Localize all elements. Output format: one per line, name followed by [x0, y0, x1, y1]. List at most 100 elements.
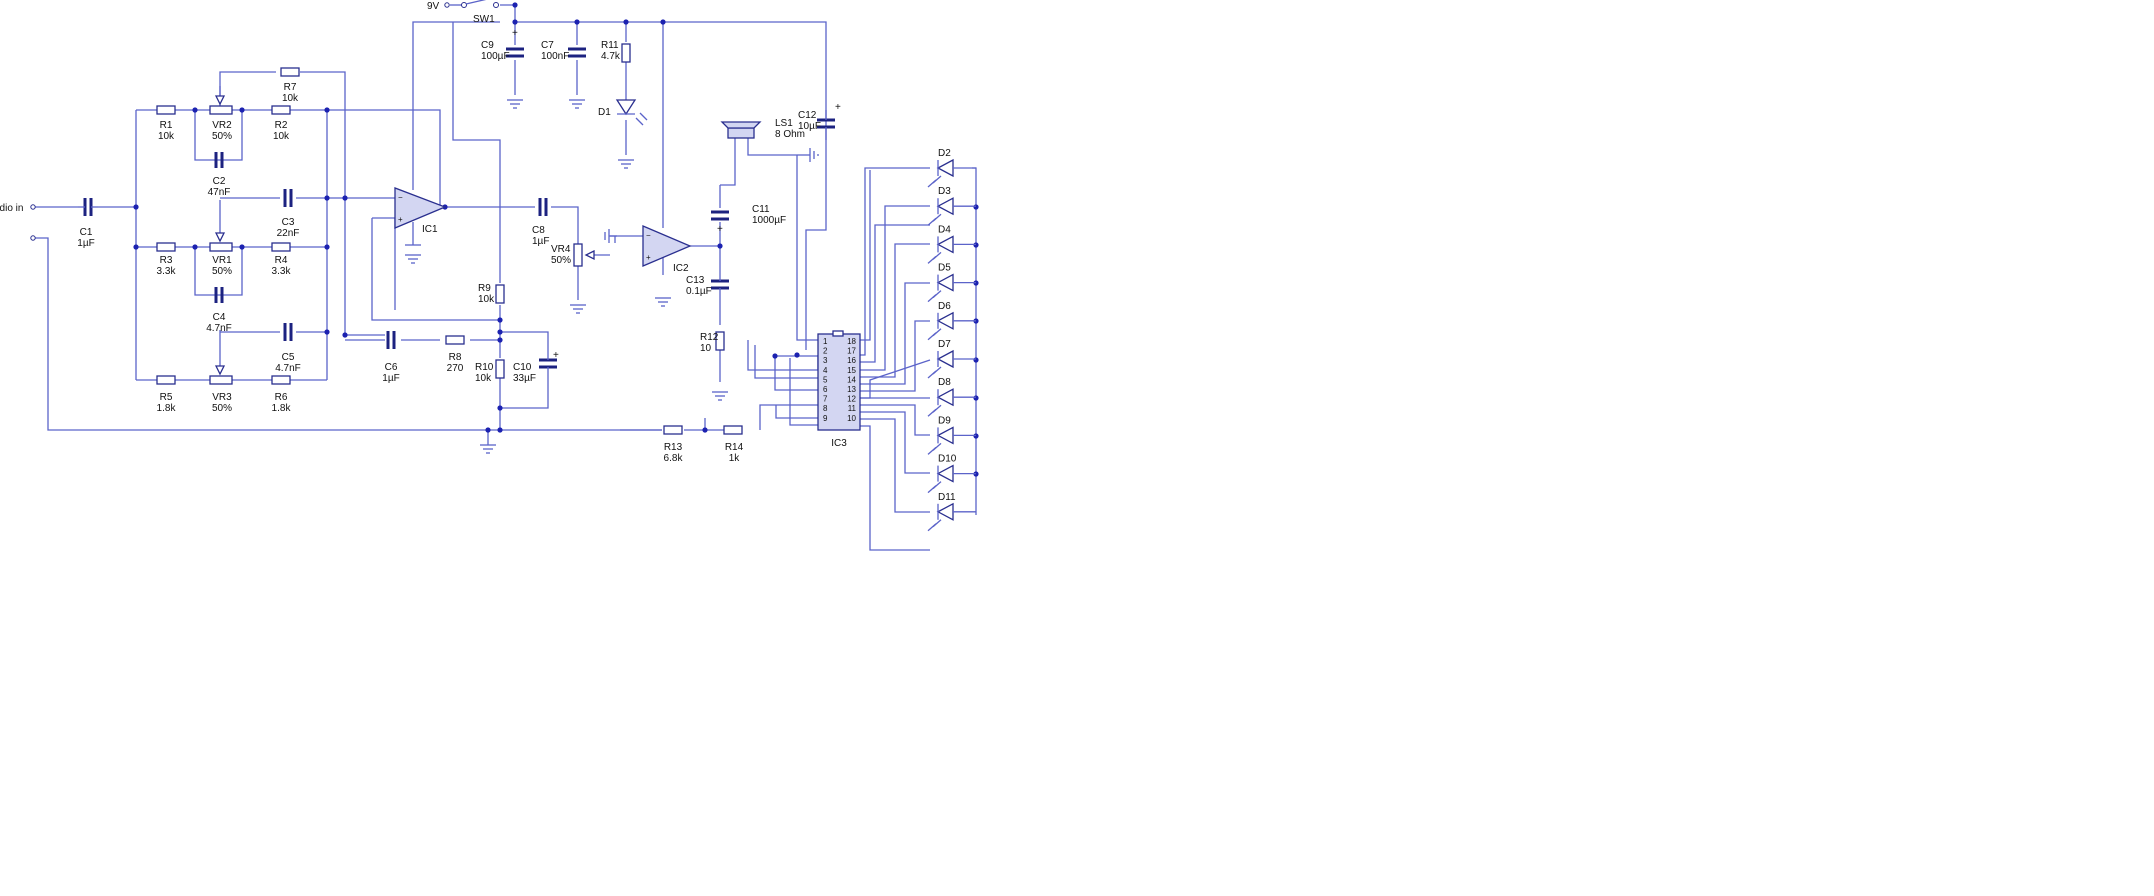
label-d1: D1: [598, 107, 611, 118]
r14-body: [723, 425, 743, 435]
led-d2: [927, 158, 976, 188]
label-vr3: VR3: [212, 392, 232, 403]
opamp-ic2: −+: [642, 225, 692, 267]
label-r10: R10: [475, 362, 494, 373]
value-c4: 4.7nF: [206, 323, 232, 334]
label-c7: C7: [541, 40, 554, 51]
polarity-mark: +: [512, 28, 518, 39]
value-c2: 47nF: [208, 187, 231, 198]
ic3-chip: [817, 330, 861, 431]
label-c6: C6: [385, 362, 398, 373]
ic3-pin-left: 5: [823, 375, 828, 384]
value-c9: 100µF: [481, 51, 510, 62]
ground-icon: [655, 297, 671, 307]
ic3-pin-right: 11: [848, 404, 857, 413]
r1-body: [156, 105, 176, 115]
led-label: D4: [938, 224, 951, 235]
led-label: D8: [938, 377, 951, 388]
value-r4: 3.3k: [272, 266, 292, 277]
value-r2: 10k: [273, 131, 290, 142]
switch-label: SW1: [473, 14, 495, 25]
led-label: D9: [938, 415, 951, 426]
value-r11: 4.7k: [601, 51, 621, 62]
ic3-pin-left: 7: [823, 395, 828, 404]
led-d10: [927, 464, 976, 494]
ic3-pin-left: 8: [823, 404, 828, 413]
ic3-pin-left: 6: [823, 385, 828, 394]
value-r9: 10k: [478, 294, 495, 305]
ic3-pin-right: 15: [847, 366, 856, 375]
ic3-pin-right: 10: [847, 414, 856, 423]
supply-voltage: 9V: [427, 1, 440, 12]
ic3-pin-right: 16: [847, 356, 856, 365]
value-c1: 1µF: [77, 238, 94, 249]
label-r7: R7: [284, 82, 297, 93]
vr1-body: [209, 242, 233, 252]
ground-symbols: [405, 99, 819, 454]
label-vr4: VR4: [551, 244, 571, 255]
value-c3: 22nF: [277, 228, 300, 239]
value-r8: 270: [447, 363, 464, 374]
ground-icon: [712, 391, 728, 401]
value-c5: 4.7nF: [275, 363, 301, 374]
ground-icon: [480, 444, 496, 454]
input-label: udio in: [0, 203, 23, 214]
led-d4: [927, 235, 976, 264]
svg-text:+: +: [646, 253, 651, 262]
vr2-wiper: [214, 95, 226, 106]
vr2-body: [209, 105, 233, 115]
r7-body: [280, 67, 300, 77]
led-d3: [927, 197, 976, 226]
led-label: D7: [938, 339, 951, 350]
led-d11: [927, 502, 976, 532]
label-r5: R5: [160, 392, 173, 403]
r3-body: [156, 242, 176, 252]
vr3-body: [209, 375, 233, 385]
label-vr1: VR1: [212, 255, 232, 266]
ic3-pin-right: 18: [847, 337, 856, 346]
ground-icon: [604, 229, 617, 243]
value-vr4: 50%: [551, 255, 571, 266]
r8-body: [445, 335, 465, 345]
vr3-wiper: [214, 365, 226, 376]
value-r3: 3.3k: [157, 266, 177, 277]
label-r1: R1: [160, 120, 173, 131]
value-r7: 10k: [282, 93, 299, 104]
label-r9: R9: [478, 283, 491, 294]
svg-text:+: +: [398, 215, 403, 224]
switch-sw1: [444, 0, 499, 8]
value-r1: 10k: [158, 131, 175, 142]
label-r14: R14: [725, 442, 744, 453]
ground-icon: [570, 304, 586, 314]
label-c8: C8: [532, 225, 545, 236]
ic3-pin-left: 3: [823, 356, 828, 365]
ic3-pin-left: 4: [823, 366, 828, 375]
label-r2: R2: [275, 120, 288, 131]
polarity-mark: +: [835, 102, 841, 113]
r13-body: [663, 425, 683, 435]
label-r12: R12: [700, 332, 719, 343]
label-r8: R8: [449, 352, 462, 363]
r11-body: [621, 43, 631, 63]
label-c5: C5: [282, 352, 295, 363]
led-d7: [927, 349, 976, 379]
ic3-pin-left: 1: [823, 337, 828, 346]
led-label: D6: [938, 301, 951, 312]
wires: [32, 4, 977, 551]
label-r11: R11: [601, 40, 619, 51]
r6-body: [271, 375, 291, 385]
label-c9: C9: [481, 40, 494, 51]
value-c8: 1µF: [532, 236, 549, 247]
r10-body: [495, 359, 505, 379]
value-r14: 1k: [729, 453, 741, 464]
ground-icon: [507, 99, 523, 109]
label-r3: R3: [160, 255, 173, 266]
value-r12: 10: [700, 343, 712, 354]
label-c12: C12: [798, 110, 817, 121]
resistors: [156, 43, 743, 435]
value-c6: 1µF: [382, 373, 399, 384]
label-ic1: IC1: [422, 224, 438, 235]
ground-icon: [405, 254, 421, 264]
